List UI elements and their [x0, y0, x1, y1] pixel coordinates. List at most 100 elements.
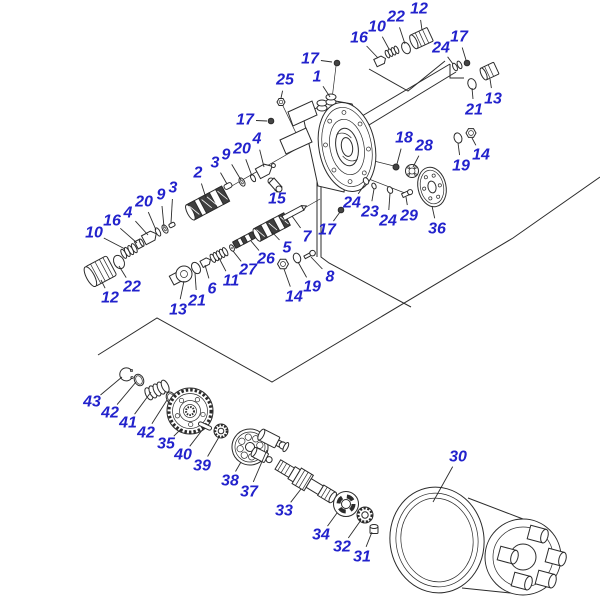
housing-port-flag-lower — [279, 127, 313, 155]
leader-line-6 — [204, 264, 210, 279]
callout-38-label: 38 — [221, 473, 239, 490]
ball17-link-line — [331, 65, 337, 100]
leader-line-21 — [194, 272, 197, 291]
callout-3-label: 3 — [169, 180, 178, 197]
callout-20-label: 20 — [134, 194, 153, 211]
leader-line-20 — [147, 211, 157, 231]
callout-9-label: 9 — [157, 187, 166, 204]
leader-line-12 — [420, 19, 423, 31]
bushing-31 — [369, 524, 379, 534]
leader-line-3 — [220, 172, 228, 185]
hub-bolts — [496, 524, 567, 591]
valve-row-a — [83, 163, 283, 288]
pin-40 — [197, 421, 213, 431]
plug-12 — [409, 27, 434, 50]
leader-line-27 — [232, 250, 242, 262]
callout-26-label: 26 — [256, 251, 275, 268]
leader-line-12 — [100, 279, 106, 289]
callout-21-label: 21 — [464, 102, 483, 119]
leader-line-32 — [347, 519, 362, 539]
callout-24-label: 24 — [342, 195, 361, 212]
callout-22-label: 22 — [122, 279, 141, 296]
leader-line-18 — [396, 148, 402, 165]
spring-41 — [144, 379, 170, 401]
poppet-4c — [254, 163, 276, 180]
ball-17-top-left — [333, 59, 341, 67]
leader-line-34 — [327, 512, 338, 527]
poppet-6 — [199, 257, 211, 269]
callout-2-label: 2 — [193, 165, 203, 182]
leader-line-38 — [235, 461, 242, 472]
housing-port-flag-upper — [287, 100, 318, 127]
oring-21 — [467, 78, 477, 90]
washer-9b — [161, 224, 169, 234]
leader-line-8 — [310, 256, 323, 270]
spring-10 — [384, 45, 400, 59]
washer-24a — [362, 177, 370, 185]
callout-17-label: 17 — [450, 29, 469, 46]
leader-line-13 — [179, 280, 185, 300]
leader-line-41 — [134, 391, 152, 415]
callout-17-label: 17 — [318, 222, 337, 239]
callout-22-label: 22 — [386, 9, 405, 26]
ball-17d — [337, 206, 345, 214]
valve-row-b — [168, 204, 345, 286]
leader-line-36 — [431, 205, 436, 219]
screw-8 — [303, 249, 316, 260]
right-side-parts — [362, 128, 477, 208]
leader-line-3 — [170, 198, 173, 224]
leader-line-19 — [297, 261, 307, 278]
callout-12-label: 12 — [101, 290, 119, 307]
spring-10b — [120, 243, 138, 259]
callout-28-label: 28 — [414, 138, 433, 155]
leader-line-21 — [471, 87, 474, 100]
callout-4-label: 4 — [123, 205, 133, 222]
nut-14b — [276, 258, 290, 270]
shaft-end-bracket — [449, 64, 464, 79]
callout-16-label: 16 — [350, 30, 368, 47]
callout-3-label: 3 — [211, 155, 220, 172]
plug-13b — [168, 265, 193, 286]
nut-14c — [465, 128, 477, 138]
plug-12b — [83, 255, 117, 288]
shaft-line-2 — [363, 71, 457, 129]
leader-line-40 — [189, 428, 204, 447]
callout-37-label: 37 — [240, 484, 259, 501]
seat-16b — [133, 238, 145, 250]
callout-42-label: 42 — [100, 405, 119, 422]
callout-42-label: 42 — [136, 425, 155, 442]
callout-17-label: 17 — [236, 112, 255, 129]
nut-25 — [276, 98, 286, 106]
top-group-chevron — [368, 60, 446, 92]
pin-3b — [168, 221, 176, 229]
callout-43-label: 43 — [82, 394, 101, 411]
leader-line-13 — [489, 78, 492, 89]
callout-32-label: 32 — [333, 539, 351, 556]
gear-39 — [213, 423, 229, 439]
leader-line-11 — [218, 257, 227, 272]
leader-line-28 — [412, 155, 420, 168]
leader-line-31 — [365, 531, 373, 547]
ball-18 — [392, 163, 400, 171]
washers-24 — [452, 60, 463, 72]
leader-line-5 — [271, 231, 280, 241]
plug-16 — [373, 55, 387, 68]
callout-18-label: 18 — [395, 130, 413, 147]
callout-31-label: 31 — [353, 549, 371, 566]
hub-30 — [389, 486, 567, 596]
callout-27-label: 27 — [238, 262, 258, 279]
bolt-29 — [400, 189, 414, 199]
leader-line-22 — [118, 265, 127, 278]
spring-11 — [209, 247, 229, 263]
rotor-group — [119, 367, 379, 534]
leader-line-22 — [399, 27, 406, 45]
callout-13-label: 13 — [169, 302, 187, 319]
spool-5 — [252, 212, 291, 242]
oring-21b — [190, 261, 202, 275]
callout-9-label: 9 — [222, 147, 231, 164]
leader-line-20 — [245, 159, 253, 177]
piston-37 — [257, 428, 290, 453]
leader-line-23 — [371, 188, 375, 202]
callout-25-label: 25 — [275, 72, 295, 89]
